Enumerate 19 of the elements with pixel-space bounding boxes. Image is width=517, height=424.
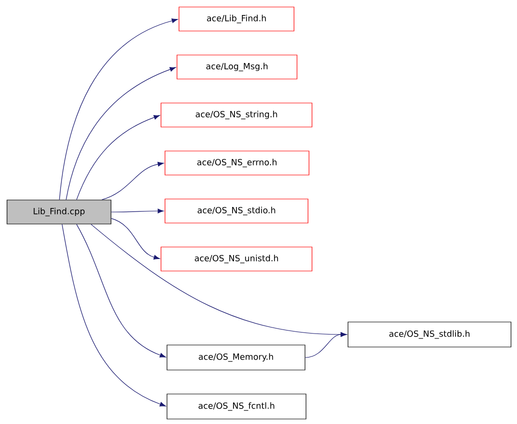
file-box: ace/Lib_Find.h [178,6,294,32]
file-box: ace/OS_NS_errno.h [164,150,310,176]
arrow [76,115,160,200]
file-box: ace/OS_Memory.h [166,344,306,370]
arrow [102,162,164,200]
arrow [111,218,160,260]
file-box: ace/OS_NS_fcntl.h [166,394,306,420]
file-box: Lib_Find.cpp [6,200,112,224]
arrow [59,18,178,200]
file-box: ace/OS_NS_stdlib.h [348,322,512,348]
file-box: ace/OS_NS_stdio.h [164,198,308,224]
file-box: ace/OS_NS_string.h [160,102,312,128]
arrow [305,332,347,358]
file-box: ace/Log_Msg.h [176,54,298,80]
arrow [76,224,166,358]
arrow [62,224,166,406]
arrow [66,67,176,200]
file-box: ace/OS_NS_unistd.h [160,246,312,272]
arrow [111,208,164,214]
